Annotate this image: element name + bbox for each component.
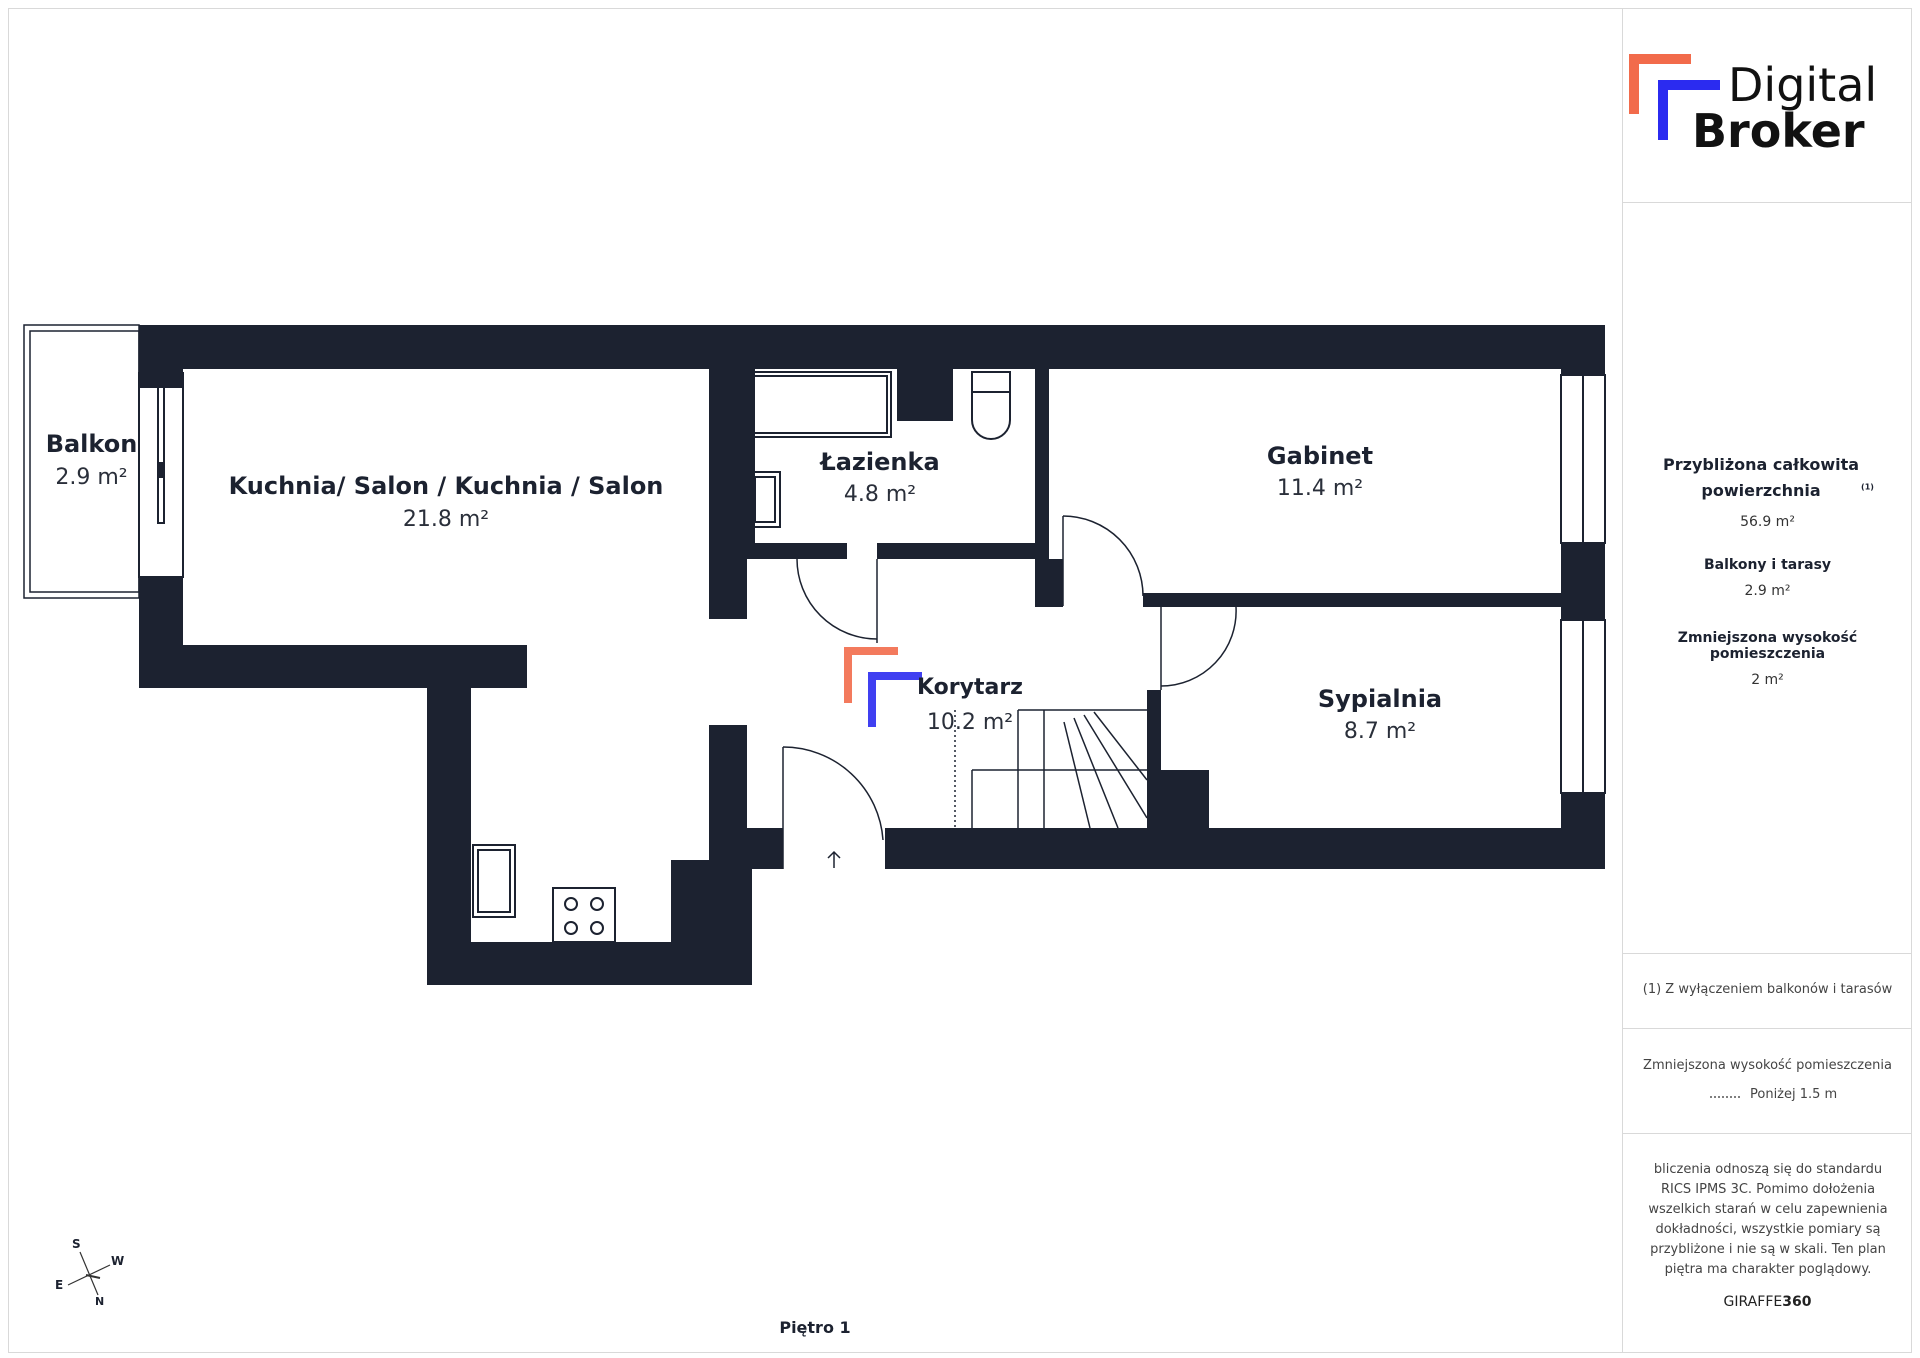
logo-line2: Broker bbox=[1692, 104, 1865, 158]
wall-annex-corner bbox=[671, 860, 752, 985]
watermark-blue bbox=[868, 672, 922, 727]
page-frame bbox=[8, 8, 1912, 1353]
room-name-sypialnia: Sypialnia bbox=[1317, 685, 1443, 713]
logo-blue-mark bbox=[1658, 80, 1720, 140]
wall-bath-block bbox=[897, 369, 953, 421]
compass-w: W bbox=[111, 1254, 125, 1268]
summary-reduced: Zmniejszona wysokość pomieszczenia 2 m² bbox=[1623, 630, 1912, 688]
sidebar-divider-legend bbox=[1623, 1133, 1912, 1134]
summary-balcony-label: Balkony i tarasy bbox=[1703, 557, 1832, 573]
summary-balcony: Balkony i tarasy 2.9 m² bbox=[1623, 557, 1912, 599]
compass-e: E bbox=[55, 1278, 64, 1292]
disclaimer: bliczenia odnoszą się do standardu RICS … bbox=[1648, 1162, 1888, 1277]
legend-title: Zmniejszona wysokość pomieszczenia bbox=[1643, 1058, 1892, 1073]
credit-part2: 360 bbox=[1782, 1294, 1812, 1310]
wall-gabinet-bottom bbox=[1143, 593, 1561, 607]
floor-label: Piętro 1 bbox=[779, 1318, 851, 1337]
credit: GIRAFFE360 bbox=[1623, 1294, 1912, 1310]
summary-total: Przybliżona całkowita powierzchnia(1) 56… bbox=[1623, 452, 1912, 530]
wall-left-upper bbox=[139, 325, 183, 388]
wall-bath-bottom-left bbox=[747, 543, 847, 559]
wall-bath-left bbox=[747, 369, 755, 543]
logo-line1: Digital bbox=[1728, 58, 1878, 112]
wall-kitchen-right-lower bbox=[709, 725, 747, 870]
wall-right-top bbox=[1561, 325, 1605, 375]
wall-sypialnia-block bbox=[1147, 770, 1209, 830]
wall-entry-left bbox=[747, 828, 783, 869]
wall-annex-left bbox=[427, 660, 471, 985]
room-area-gabinet: 11.4 m² bbox=[1276, 476, 1364, 501]
kitchen-sink bbox=[472, 844, 516, 918]
summary-balcony-value: 2.9 m² bbox=[1744, 583, 1791, 599]
wall-bath-right bbox=[1035, 369, 1049, 559]
room-name-kuchnia: Kuchnia/ Salon / Kuchnia / Salon bbox=[228, 472, 664, 500]
sidebar-divider bbox=[1622, 8, 1623, 1353]
sidebar-divider-logo bbox=[1623, 202, 1912, 203]
balcony-outline bbox=[23, 324, 140, 599]
summary-reduced-label: Zmniejszona wysokość pomieszczenia bbox=[1677, 630, 1858, 662]
room-name-korytarz: Korytarz bbox=[917, 675, 1023, 700]
wall-top bbox=[139, 325, 1605, 369]
wall-bottom bbox=[885, 828, 1605, 869]
toilet-tank bbox=[971, 371, 1011, 393]
room-name-gabinet: Gabinet bbox=[1266, 442, 1374, 470]
staircase bbox=[971, 709, 1148, 829]
room-area-korytarz: 10.2 m² bbox=[926, 710, 1014, 735]
compass-s: S bbox=[72, 1237, 81, 1251]
compass-icon bbox=[67, 1251, 111, 1296]
watermark-orange bbox=[844, 647, 898, 703]
room-area-lazienka: 4.8 m² bbox=[843, 482, 917, 507]
room-area-kuchnia: 21.8 m² bbox=[402, 507, 490, 532]
sidebar-divider-summary bbox=[1623, 953, 1912, 954]
footnote: (1) Z wyłączeniem balkonów i tarasów bbox=[1642, 982, 1893, 997]
summary-reduced-value: 2 m² bbox=[1751, 672, 1784, 688]
sidebar-divider-footnote bbox=[1623, 1028, 1912, 1029]
wall-bath-bottom-right bbox=[877, 543, 1043, 559]
stove bbox=[552, 887, 616, 943]
room-name-balkon: Balkon bbox=[45, 430, 138, 458]
compass-n: N bbox=[95, 1295, 105, 1308]
wall-kitchen-right-upper bbox=[709, 369, 747, 619]
legend-item: Poniżej 1.5 m bbox=[1750, 1087, 1838, 1102]
summary-total-label: Przybliżona całkowita powierzchnia bbox=[1663, 455, 1860, 500]
room-area-sypialnia: 8.7 m² bbox=[1343, 719, 1417, 744]
summary-total-sup: (1) bbox=[1861, 482, 1874, 492]
room-area-balkon: 2.9 m² bbox=[55, 465, 128, 490]
credit-part1: GIRAFFE bbox=[1723, 1294, 1783, 1310]
room-name-lazienka: Łazienka bbox=[820, 448, 940, 476]
wall-corridor-pillar bbox=[1035, 559, 1063, 607]
wall-right-middle bbox=[1561, 543, 1605, 620]
sink bbox=[749, 471, 781, 528]
logo-orange-mark bbox=[1629, 54, 1691, 114]
bathtub bbox=[749, 371, 892, 438]
summary-total-value: 56.9 m² bbox=[1740, 514, 1795, 530]
